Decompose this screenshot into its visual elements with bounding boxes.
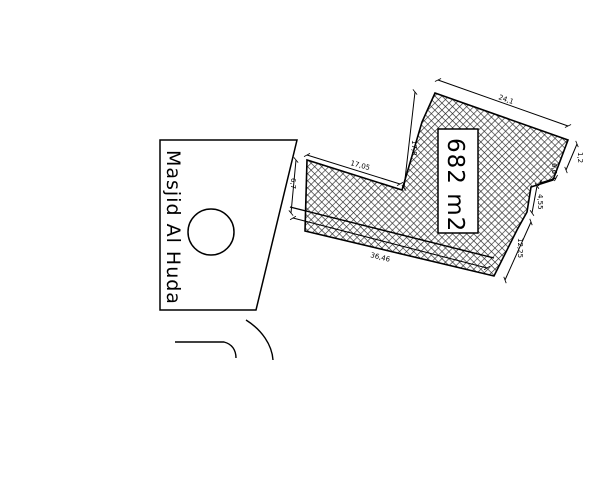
dim-right-small: 6,6 [550, 163, 558, 175]
area-label-box: 682 m2 [437, 128, 479, 234]
dimension-lines [288, 78, 579, 284]
mosque-name-label: Masjid Al Huda [162, 150, 184, 305]
dim-upper-left-short: 17,8 [410, 140, 418, 156]
dim-left-end: 6,7 [289, 178, 297, 189]
mosque-block: Masjid Al Huda [159, 139, 298, 311]
plot-parcel [304, 92, 570, 277]
dim-right-mid: 4,55 [536, 194, 544, 210]
dim-bottom: 36,46 [370, 251, 392, 264]
dim-right-top: 1,2 [576, 152, 584, 163]
dim-right-lower: 12,25 [516, 238, 524, 258]
dim-left-step: 17,05 [349, 159, 370, 172]
area-label: 682 m2 [442, 138, 468, 232]
circle-dome-icon [187, 208, 235, 256]
